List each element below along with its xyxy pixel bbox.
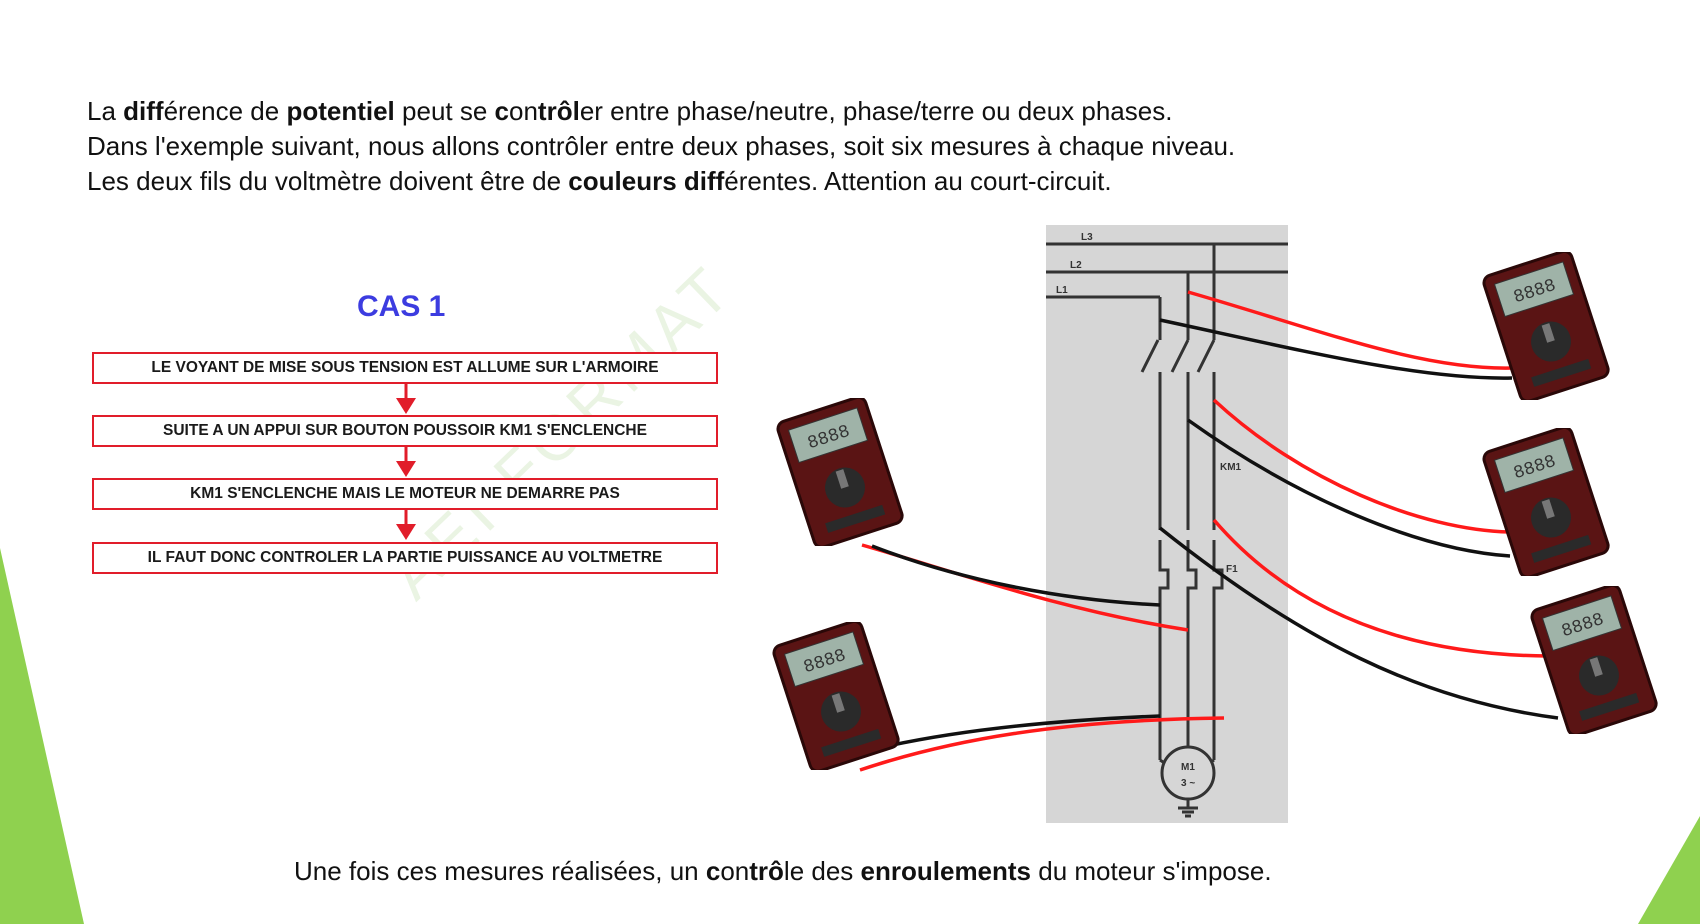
label-m1: M1	[1181, 762, 1195, 773]
intro-line-1: La différence de potentiel peut se contr…	[87, 96, 1173, 126]
multimeter-icon: 8888	[772, 622, 900, 770]
intro-line-2: Dans l'exemple suivant, nous allons cont…	[87, 131, 1236, 161]
line-label-l3: L3	[1081, 232, 1093, 243]
green-corner-left	[0, 548, 84, 924]
flow-arrow-2	[396, 447, 416, 477]
multimeter-icon: 8888	[1482, 428, 1610, 576]
multimeter-icon: 8888	[1530, 586, 1658, 734]
green-corner-right	[1638, 816, 1700, 924]
label-3-phase: 3 ~	[1181, 778, 1195, 789]
label-km1: KM1	[1220, 462, 1242, 473]
intro-line-3: Les deux fils du voltmètre doivent être …	[87, 166, 1112, 196]
intro-text: La différence de potentiel peut se contr…	[87, 94, 1235, 199]
motor-symbol	[1160, 745, 1216, 801]
footer-text: Une fois ces mesures réalisées, un contr…	[294, 856, 1272, 886]
label-f1: F1	[1226, 564, 1238, 575]
multimeter-icon: 8888	[1482, 252, 1610, 400]
multimeter-icon: 8888	[776, 398, 904, 546]
flow-step-4: IL FAUT DONC CONTROLER LA PARTIE PUISSAN…	[92, 542, 718, 574]
flow-step-3: KM1 S'ENCLENCHE MAIS LE MOTEUR NE DEMARR…	[92, 478, 718, 510]
line-label-l1: L1	[1056, 285, 1068, 296]
flow-arrow-1	[396, 384, 416, 414]
flow-arrow-3	[396, 510, 416, 540]
case-title: CAS 1	[357, 290, 446, 323]
flow-step-1: LE VOYANT DE MISE SOUS TENSION EST ALLUM…	[92, 352, 718, 384]
line-label-l2: L2	[1070, 260, 1082, 271]
flow-step-2: SUITE A UN APPUI SUR BOUTON POUSSOIR KM1…	[92, 415, 718, 447]
